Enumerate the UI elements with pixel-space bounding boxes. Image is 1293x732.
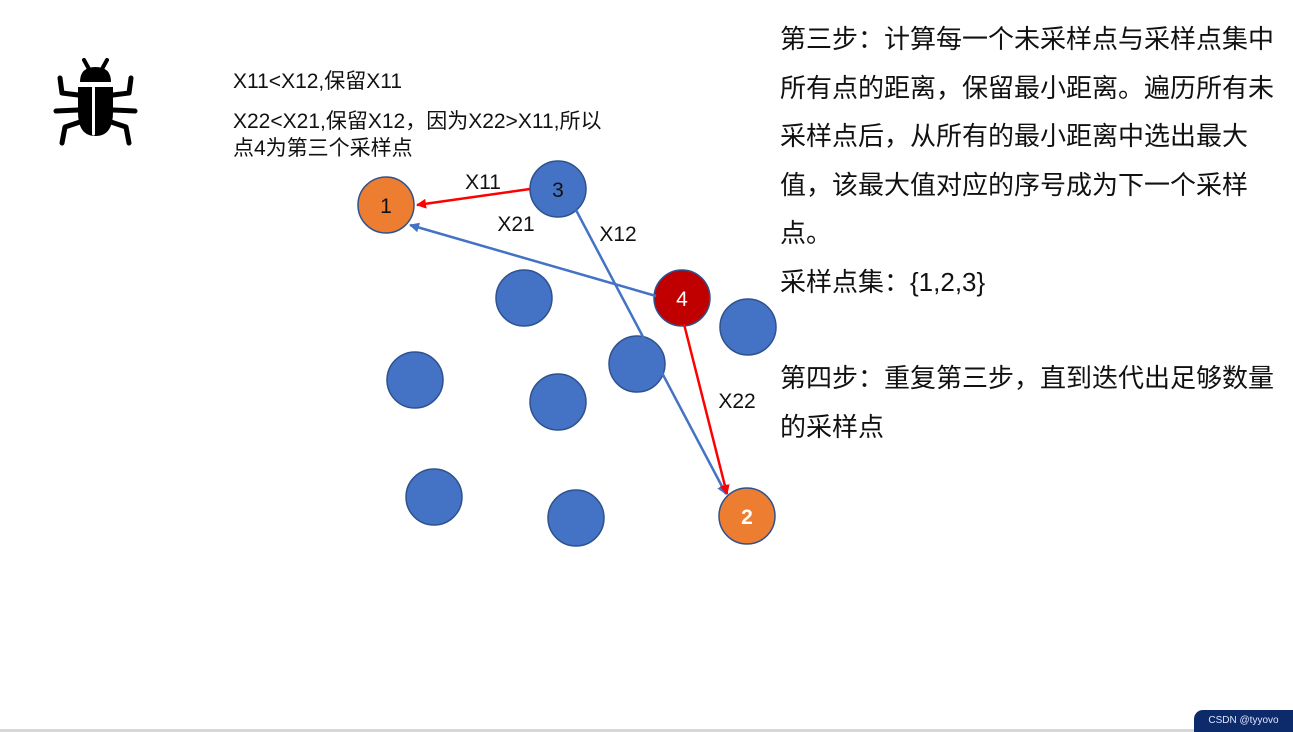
- note-line-1: X11<X12,保留X11: [233, 70, 403, 93]
- watermark: CSDN @tyyovo: [1194, 710, 1293, 732]
- node-2: [718, 487, 776, 545]
- edge-x12: [574, 209, 728, 495]
- step-description: 第三步：计算每一个未采样点与采样点集中所有点的距离，保留最小距离。遍历所有未采样…: [780, 15, 1280, 451]
- edge-label-x22: X22: [718, 390, 755, 413]
- node-2-label: 2: [741, 506, 753, 529]
- edge-x22: [682, 323, 730, 495]
- node-3-label: 3: [552, 179, 564, 202]
- point: [405, 468, 463, 526]
- node-4: [653, 269, 711, 327]
- point: [386, 351, 444, 409]
- point: [719, 298, 777, 356]
- edge-x11: [416, 187, 531, 209]
- node-1: [357, 176, 415, 234]
- edge-label-x21: X21: [497, 213, 534, 236]
- node-1-label: 1: [380, 195, 392, 218]
- step-4-text: 第四步：重复第三步，直到迭代出足够数量的采样点: [780, 363, 1275, 442]
- point: [495, 269, 553, 327]
- edge-label-x11: X11: [465, 171, 501, 194]
- step-3-text: 第三步：计算每一个未采样点与采样点集中所有点的距离，保留最小距离。遍历所有未采样…: [780, 24, 1275, 248]
- edge-label-x12: X12: [599, 223, 636, 246]
- bottom-bar: [0, 729, 1293, 732]
- sample-set-text: 采样点集：{1,2,3}: [780, 266, 986, 297]
- point: [529, 373, 587, 431]
- point: [547, 489, 605, 547]
- node-4-label: 4: [676, 288, 688, 311]
- bug-icon: [53, 58, 138, 146]
- note-line-3: 点4为第三个采样点: [233, 137, 413, 160]
- note-line-2: X22<X21,保留X12，因为X22>X11,所以: [233, 110, 602, 133]
